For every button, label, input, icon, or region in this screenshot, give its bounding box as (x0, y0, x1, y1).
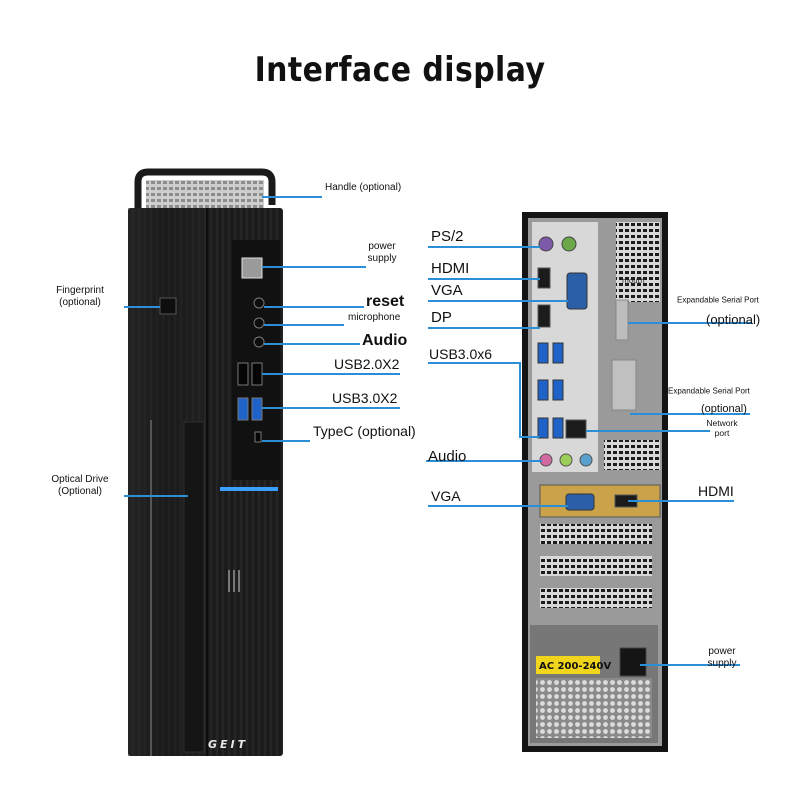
network-port (565, 419, 587, 439)
label-reset: reset (366, 293, 405, 310)
leader-line (640, 664, 740, 666)
label-serial-2: Expandable Serial Port (668, 387, 750, 396)
leader-line (628, 322, 752, 324)
optical-drive (183, 421, 205, 753)
leader-line (262, 196, 322, 198)
ps2-port (561, 236, 577, 252)
leader-line (426, 460, 542, 462)
label-handle: Handle (optional) (325, 182, 402, 193)
label-audio-back: Audio (428, 448, 467, 465)
leader-line (586, 430, 710, 432)
typec-port (254, 431, 262, 443)
microphone-jack (253, 317, 265, 329)
leader-line (262, 440, 310, 442)
usb3-port (537, 417, 549, 439)
usb3-port (552, 379, 564, 401)
leader-line (628, 500, 734, 502)
audio-jack (579, 453, 593, 467)
handle (134, 168, 276, 210)
vga-card-port (565, 493, 595, 511)
leader-line (428, 327, 540, 329)
label-audio-front: Audio (362, 332, 408, 349)
usb3-port (251, 397, 263, 421)
label-usb3: USB3.0X2 (332, 390, 398, 406)
leader-line (262, 373, 400, 375)
label-usb3x6: USB3.0x6 (429, 346, 493, 362)
mouth-text: mouth (622, 277, 645, 285)
leader-line (264, 343, 360, 345)
ac-rating-text: AC 200-240V (539, 661, 611, 672)
leader-line (428, 505, 568, 507)
label-hdmi-card: HDMI (698, 483, 734, 499)
leader-line (428, 278, 540, 280)
label-serial-1-optional: (optional) (706, 312, 761, 327)
usb3-port (237, 397, 249, 421)
leader-line (124, 495, 188, 497)
leader-line (428, 362, 520, 364)
label-microphone: microphone (348, 312, 401, 323)
light-strip (220, 487, 278, 491)
audio-jack (253, 336, 265, 348)
page-title: Interface display (254, 50, 546, 90)
label-optical-drive: Optical Drive(Optional) (51, 474, 109, 497)
reset-button[interactable] (253, 297, 265, 309)
usb2-port (237, 362, 249, 386)
leader-line (630, 413, 750, 415)
vga-port (566, 272, 588, 310)
leader-line (262, 266, 366, 268)
audio-jack (559, 453, 573, 467)
label-fingerprint: Fingerprint(optional) (56, 285, 104, 308)
back-tower (522, 212, 668, 752)
power-inlet (619, 647, 647, 677)
label-serial-1: Expandable Serial Port (677, 296, 759, 305)
fingerprint-sensor (159, 297, 177, 315)
ps2-port (538, 236, 554, 252)
label-usb2: USB2.0X2 (334, 356, 400, 372)
dp-port (537, 304, 551, 328)
leader-bracket (519, 362, 521, 436)
usb3-port (552, 342, 564, 364)
ac-rating-label (536, 656, 600, 674)
usb2-port (251, 362, 263, 386)
usb3-port (537, 342, 549, 364)
label-vga: VGA (431, 282, 463, 299)
label-ps2: PS/2 (431, 228, 464, 245)
brand-logo: GEIT (208, 738, 248, 751)
leader-line (262, 407, 400, 409)
label-hdmi: HDMI (431, 260, 470, 277)
leader-line (428, 300, 568, 302)
front-tower (128, 168, 283, 756)
label-serial-2-optional: (optional) (701, 403, 747, 415)
leader-line (264, 324, 344, 326)
label-dp: DP (431, 309, 452, 326)
leader-line (264, 306, 364, 308)
label-vga-card: VGA (431, 488, 461, 504)
leader-line (124, 306, 160, 308)
usb3-port (552, 417, 564, 439)
leader-line (428, 246, 540, 248)
label-typec: TypeC (optional) (313, 423, 416, 439)
usb3-port (537, 379, 549, 401)
leader-line (519, 436, 539, 438)
power-button[interactable] (241, 257, 263, 279)
